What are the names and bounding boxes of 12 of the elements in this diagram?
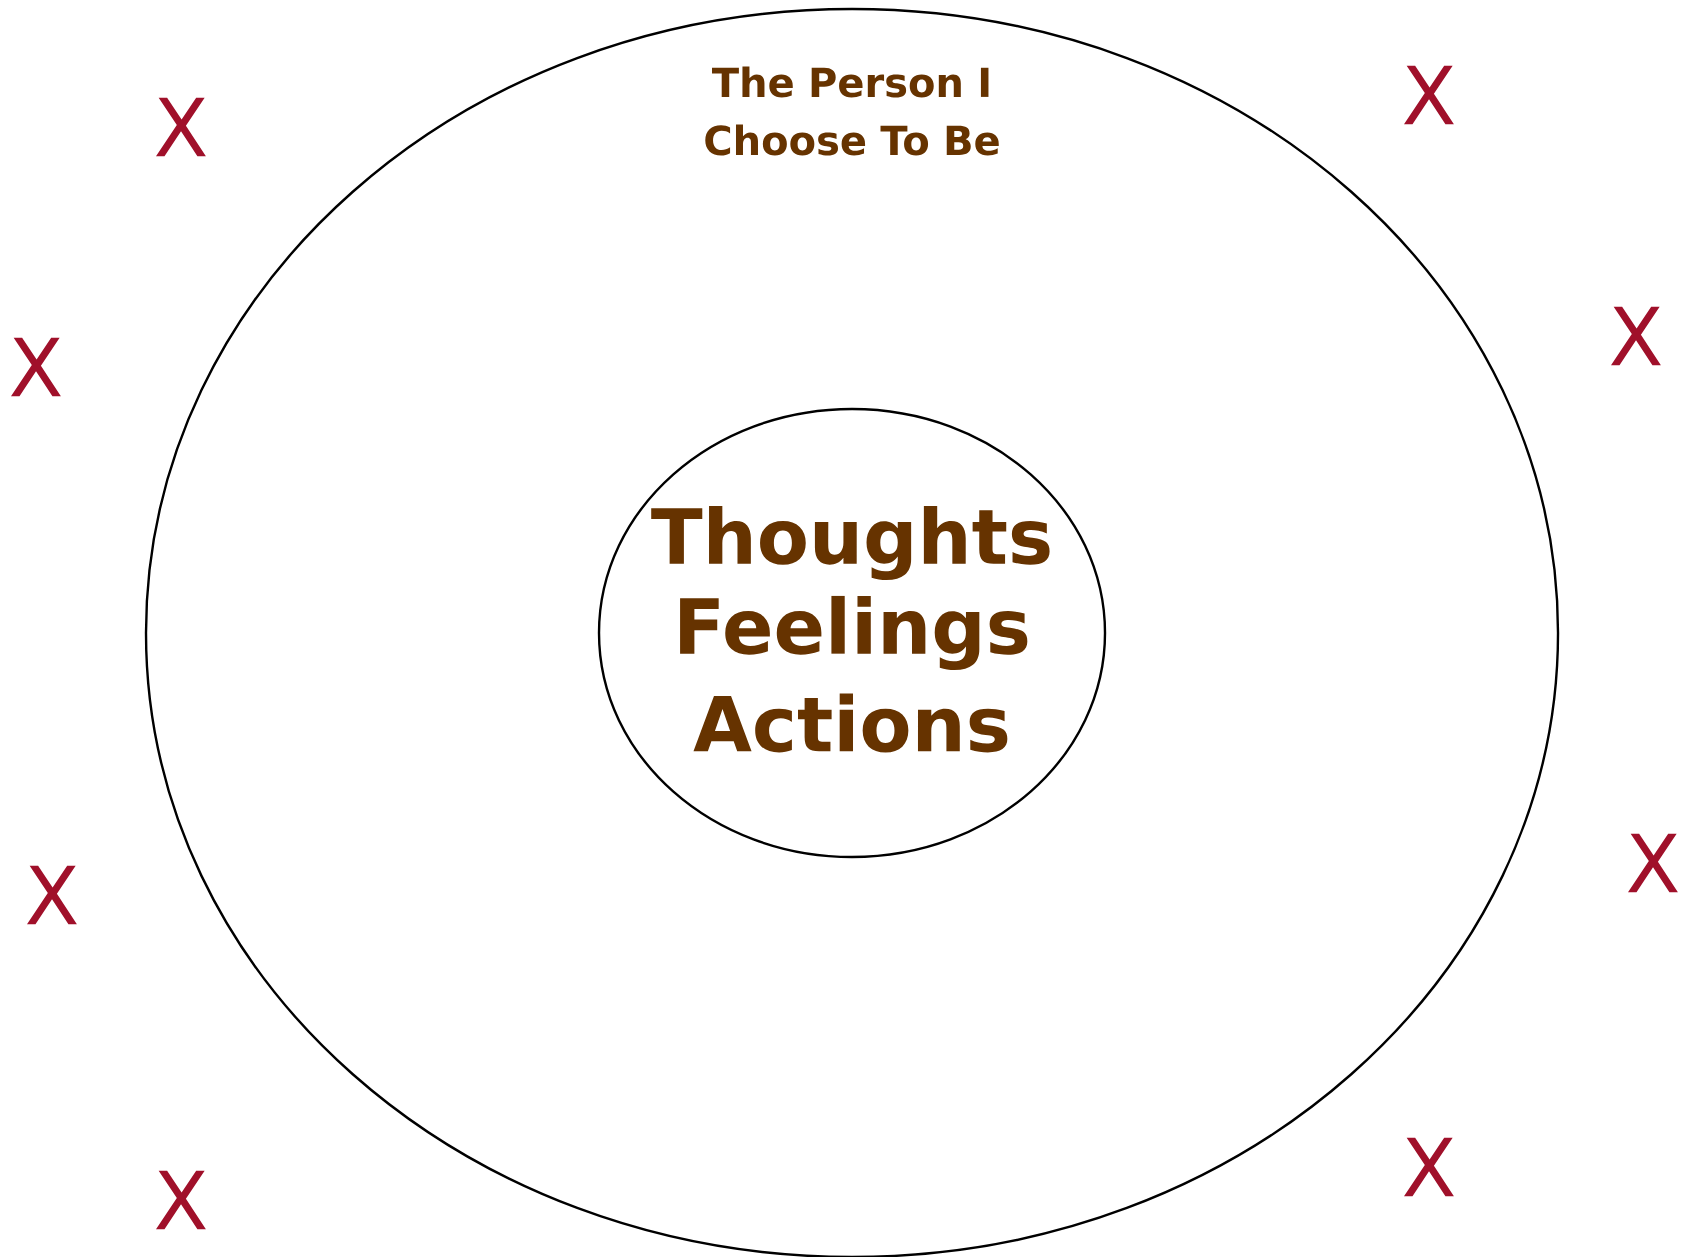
ellipse-title: The Person I Choose To Be xyxy=(705,66,999,156)
x-mark: X xyxy=(1611,306,1661,366)
x-mark: X xyxy=(1404,65,1454,125)
x-mark: X xyxy=(27,865,77,925)
x-mark: X xyxy=(11,337,61,397)
x-mark: X xyxy=(1628,833,1678,893)
x-mark: X xyxy=(156,97,206,157)
x-mark: X xyxy=(156,1170,206,1230)
ellipse-text: Feelings xyxy=(680,595,1028,671)
ellipse-text: Thoughts xyxy=(651,505,1050,581)
x-mark: X xyxy=(1404,1137,1454,1197)
ellipse-text: Actions xyxy=(693,693,1008,753)
